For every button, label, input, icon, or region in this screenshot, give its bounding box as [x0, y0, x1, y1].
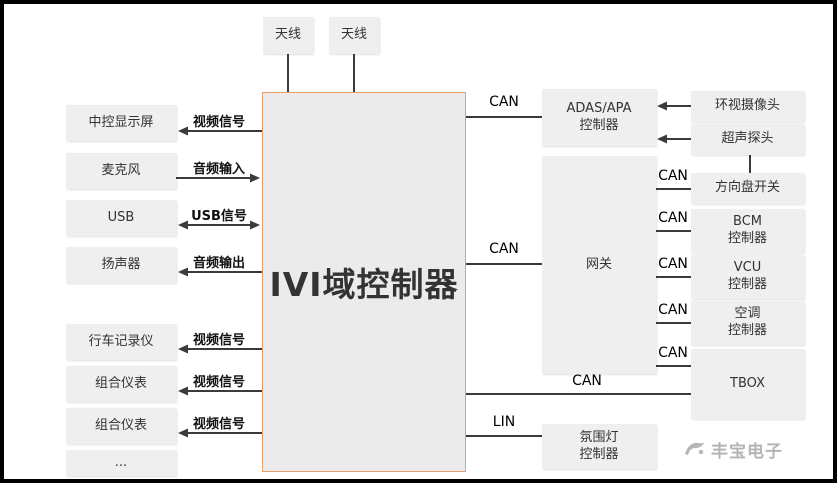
node-center-display: 中控显示屏: [66, 105, 176, 141]
bcm-label-line2: 控制器: [727, 231, 767, 246]
node-vcu-controller: VCU 控制器: [691, 255, 804, 299]
signal-label-audio-in: 音频输入: [192, 162, 245, 177]
node-ivi-controller: IVI域控制器: [262, 92, 466, 472]
bus-label-gw-tbox-can: CAN: [658, 345, 688, 361]
node-ambient-light-controller: 氛围灯 控制器: [542, 424, 656, 469]
bus-label-ivi-gateway-can: CAN: [489, 241, 519, 257]
signal-label-video-cluster-2: 视频信号: [192, 417, 245, 432]
signal-label-audio-out: 音频输出: [192, 256, 245, 271]
bus-label-ivi-ambient-lin: LIN: [492, 414, 516, 430]
bus-label-gw-steering-can: CAN: [658, 168, 688, 184]
bcm-label-line1: BCM: [733, 214, 762, 230]
node-adas-apa-controller: ADAS/APA 控制器: [542, 89, 656, 146]
signal-label-video-cluster-1: 视频信号: [192, 375, 245, 390]
signal-label-video-dashcam: 视频信号: [192, 333, 245, 348]
node-speaker: 扬声器: [66, 247, 176, 283]
node-microphone: 麦克风: [66, 153, 176, 189]
node-instrument-cluster-2: 组合仪表: [66, 408, 176, 444]
node-antenna-1: 天线: [263, 17, 313, 54]
node-surround-camera: 环视摄像头: [691, 91, 804, 122]
bus-label-ivi-adas-can: CAN: [489, 94, 519, 110]
brand-text: 丰宝电子: [711, 441, 783, 462]
brand-watermark: 丰宝电子: [684, 436, 814, 462]
bus-label-gw-ac-can: CAN: [658, 302, 688, 318]
node-ultrasonic-sensor: 超声探头: [691, 124, 804, 155]
ivi-controller-label: IVI域控制器: [269, 265, 459, 304]
node-dashcam: 行车记录仪: [66, 324, 176, 360]
signal-label-usb: USB信号: [191, 209, 247, 224]
bus-label-gw-bcm-can: CAN: [658, 210, 688, 226]
adas-label-line1: ADAS/APA: [566, 100, 632, 116]
node-ac-controller: 空调 控制器: [691, 301, 804, 345]
node-ellipsis: ...: [66, 450, 176, 476]
vcu-label-line2: 控制器: [727, 277, 767, 292]
node-instrument-cluster-1: 组合仪表: [66, 366, 176, 402]
node-steering-wheel-switch: 方向盘开关: [691, 173, 804, 204]
ac-label-line1: 空调: [734, 306, 761, 322]
ac-label-line2: 控制器: [727, 323, 767, 338]
node-antenna-2: 天线: [329, 17, 379, 54]
node-usb: USB: [66, 200, 176, 236]
vcu-label-line1: VCU: [733, 260, 762, 276]
node-gateway: 网关: [542, 156, 656, 374]
ambient-label-line1: 氛围灯: [579, 429, 619, 445]
bus-label-gw-vcu-can: CAN: [658, 256, 688, 272]
signal-label-video-display: 视频信号: [192, 115, 245, 130]
bus-label-ivi-tbox-can: CAN: [572, 373, 602, 389]
node-bcm-controller: BCM 控制器: [691, 209, 804, 253]
brand-logo-icon: [685, 441, 705, 455]
node-tbox: TBOX: [691, 349, 804, 419]
ambient-label-line2: 控制器: [579, 446, 619, 462]
adas-label-line2: 控制器: [579, 117, 619, 133]
